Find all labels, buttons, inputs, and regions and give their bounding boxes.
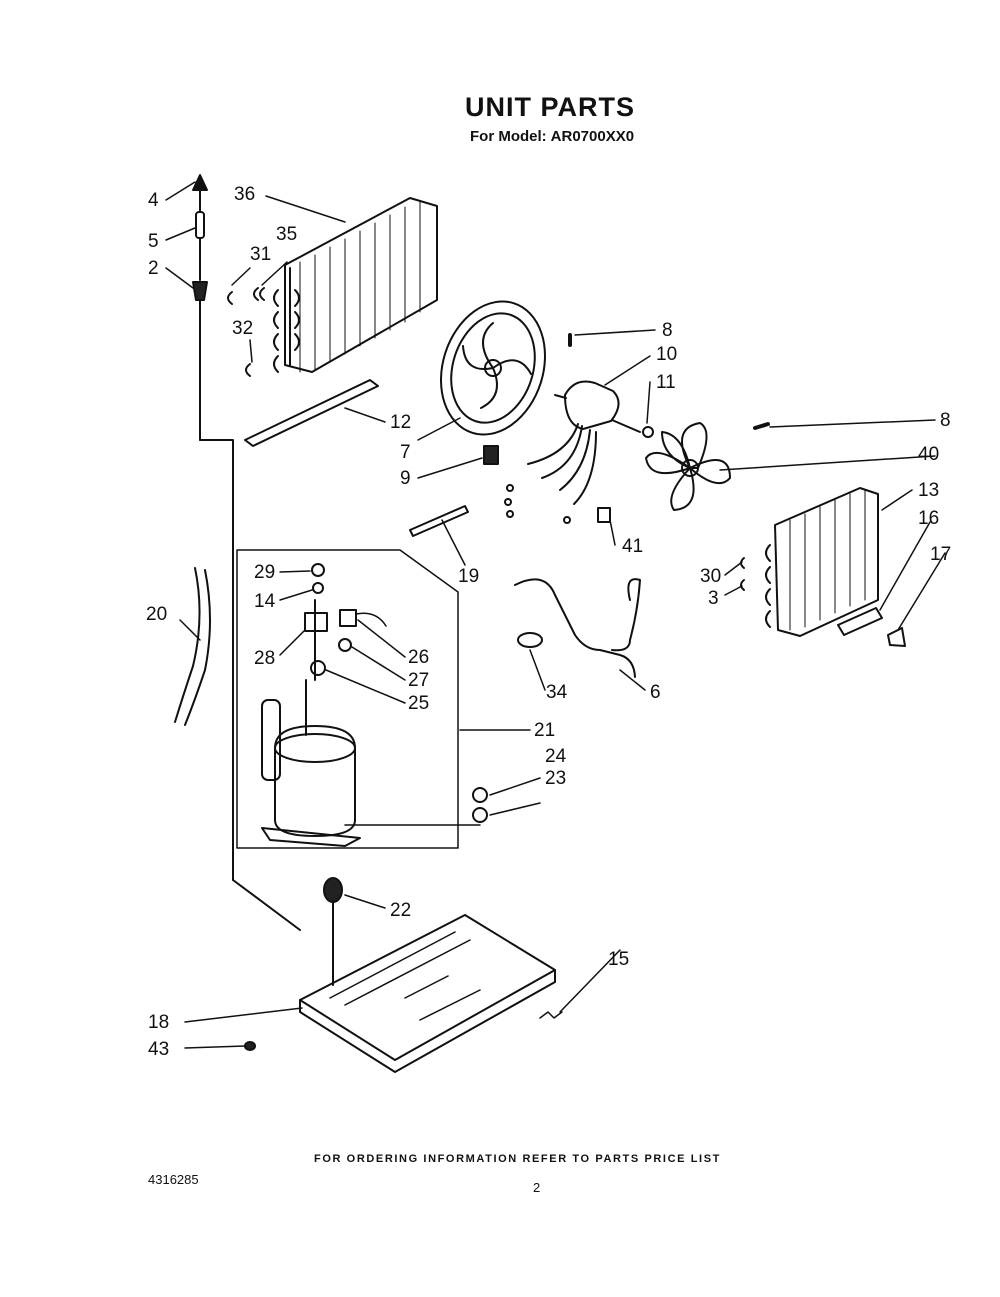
valve-assembly-illustration (192, 174, 233, 441)
callout-28: 28 (254, 648, 275, 669)
callout-34: 34 (546, 682, 568, 703)
bracket-16-illustration (837, 607, 883, 636)
clip-9-illustration (483, 445, 499, 465)
callout-30: 30 (700, 566, 721, 587)
ordering-note: FOR ORDERING INFORMATION REFER TO PARTS … (314, 1153, 721, 1165)
wire-harness-illustration (174, 567, 211, 726)
callout-29: 29 (254, 562, 275, 583)
screw-15-illustration (539, 1011, 563, 1019)
fitting-31-illustration (227, 291, 233, 305)
callout-24: 24 (545, 746, 567, 767)
grommet-24-illustration (472, 787, 488, 803)
callout-3: 3 (708, 588, 719, 609)
callout-8b: 8 (940, 410, 951, 431)
grommet-25-illustration (310, 660, 326, 676)
callout-15: 15 (608, 949, 629, 970)
callout-17: 17 (930, 544, 951, 565)
callout-36: 36 (234, 184, 255, 205)
cover-28-illustration (304, 612, 328, 632)
callout-32: 32 (232, 318, 253, 339)
insulation-19-illustration (409, 505, 469, 537)
drain-tube-illustration (232, 379, 379, 931)
callout-16: 16 (918, 508, 939, 529)
callout-19: 19 (458, 566, 479, 587)
callout-23: 23 (545, 768, 566, 789)
callout-14: 14 (254, 591, 276, 612)
callout-20: 20 (146, 604, 167, 625)
callout-4: 4 (148, 190, 159, 211)
callout-12: 12 (390, 412, 411, 433)
model-prefix: For Model: (470, 128, 547, 145)
callout-31: 31 (250, 244, 271, 265)
fan-shroud-illustration (440, 300, 546, 436)
mount-22-illustration (323, 877, 343, 903)
fitting-32-illustration (245, 363, 251, 377)
document-number: 4316285 (148, 1172, 199, 1187)
washer-14-illustration (312, 582, 324, 594)
fitting-35-illustration (253, 287, 265, 301)
page-title: UNIT PARTS (465, 92, 635, 122)
condenser-coil-illustration (765, 487, 879, 637)
callout-5: 5 (148, 231, 159, 252)
callout-7: 7 (400, 442, 411, 463)
callout-8a: 8 (662, 320, 673, 341)
callout-40: 40 (918, 444, 939, 465)
callout-2: 2 (148, 258, 159, 279)
callout-6: 6 (650, 682, 661, 703)
callout-22: 22 (390, 900, 411, 921)
model-line: For Model:AR0700XX0 (470, 128, 634, 145)
callout-21: 21 (534, 720, 555, 741)
callout-41: 41 (622, 536, 643, 557)
nut-29-illustration (311, 563, 325, 577)
callout-11: 11 (656, 372, 676, 393)
callout-25: 25 (408, 693, 429, 714)
callout-10: 10 (656, 344, 677, 365)
grommet-34-illustration (517, 632, 543, 648)
grommet-23-illustration (472, 807, 488, 823)
callout-9: 9 (400, 468, 411, 489)
callout-18: 18 (148, 1012, 169, 1033)
callout-13: 13 (918, 480, 939, 501)
grommet-27-illustration (338, 638, 352, 652)
tubing-6-illustration (514, 578, 641, 678)
fan-motor-illustration (504, 380, 641, 524)
evaporator-coil-illustration (273, 197, 438, 373)
callout-26: 26 (408, 647, 429, 668)
bracket-41-illustration (597, 507, 611, 523)
clip-17-illustration (887, 627, 906, 647)
compressor-illustration (261, 599, 361, 847)
overload-26-illustration (339, 609, 357, 627)
callout-27: 27 (408, 670, 429, 691)
compressor-group-outline (236, 549, 459, 849)
model-number: AR0700XX0 (550, 128, 635, 145)
callout-35: 35 (276, 224, 297, 245)
washer-11-illustration (642, 426, 654, 438)
callout-43: 43 (148, 1039, 169, 1060)
blower-fan-illustration (645, 422, 731, 511)
screw-43-illustration (244, 1041, 256, 1051)
page-number: 2 (533, 1180, 541, 1195)
base-pan-illustration (299, 914, 556, 1073)
fitting-3-illustration (740, 579, 745, 591)
